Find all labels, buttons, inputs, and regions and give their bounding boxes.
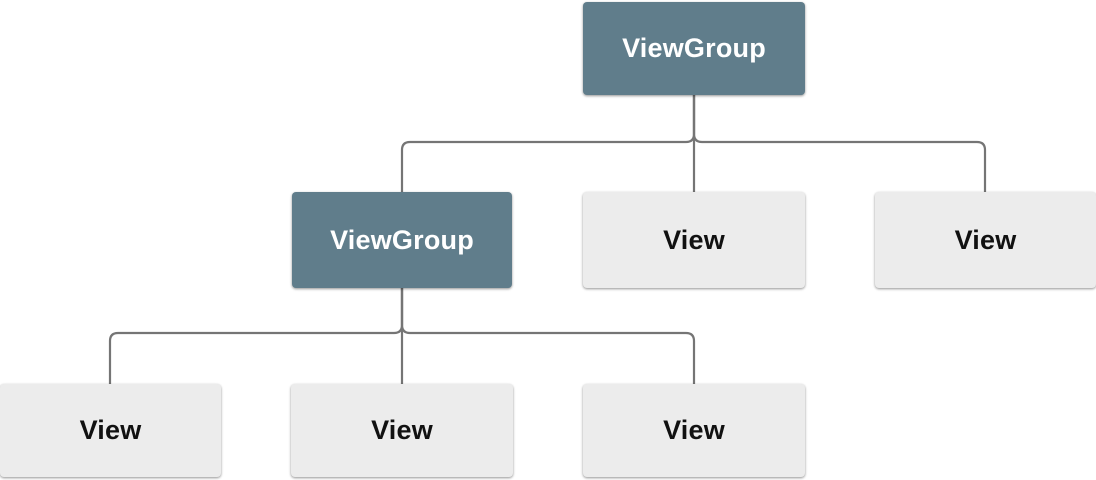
node-view-leaf-right: View: [583, 384, 805, 477]
edge-child-to-leaf-left: [108, 288, 404, 384]
edge-child-to-leaf-right: [400, 288, 696, 384]
node-view-leaf-left: View: [0, 384, 221, 477]
node-view-row2-mid: View: [583, 192, 805, 288]
node-viewgroup-root-label: ViewGroup: [622, 33, 766, 63]
node-view-leaf-mid-label: View: [371, 415, 433, 445]
node-viewgroup-child: ViewGroup: [292, 192, 512, 288]
node-viewgroup-root: ViewGroup: [583, 2, 805, 95]
edge-root-to-view-right: [692, 95, 987, 192]
node-view-leaf-right-label: View: [663, 415, 725, 445]
node-view-row2-right-label: View: [954, 224, 1017, 255]
node-view-leaf-left-label: View: [79, 415, 142, 445]
node-viewgroup-child-label: ViewGroup: [330, 224, 474, 255]
node-view-leaf-mid: View: [291, 384, 513, 477]
edge-root-to-viewgroup-child: [400, 95, 696, 192]
node-view-row2-right: View: [875, 192, 1096, 288]
node-view-row2-mid-label: View: [663, 224, 725, 255]
